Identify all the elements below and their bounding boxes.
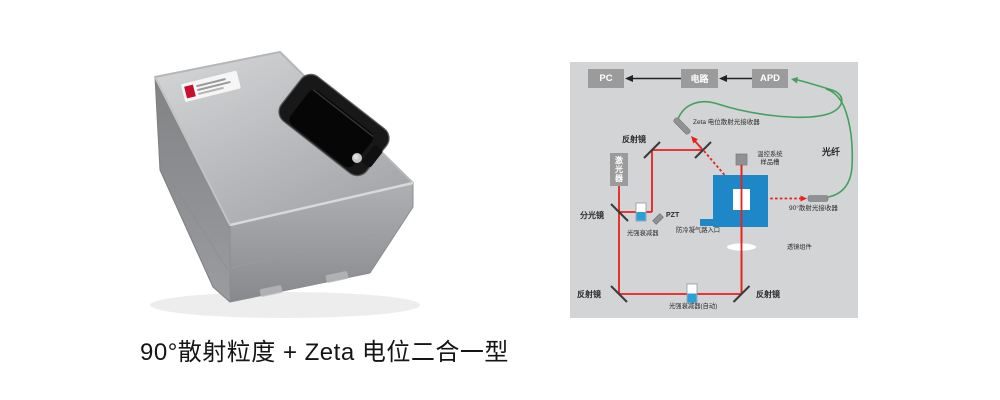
label-mirror-bottom-left: 反射镜 bbox=[577, 290, 601, 299]
laser-box: 激光器 bbox=[610, 153, 628, 186]
beam-90-arrowhead bbox=[800, 195, 807, 202]
fiber-zeta bbox=[677, 78, 843, 120]
mirror-zeta bbox=[694, 141, 712, 159]
node-pc: PC bbox=[588, 69, 624, 88]
label-receiver-90: 90°散射光接收器 bbox=[789, 205, 838, 212]
base-seam-right bbox=[230, 232, 383, 269]
fiber-arrowhead bbox=[791, 77, 798, 84]
zeta-receiver-body bbox=[673, 117, 691, 135]
instrument-shadow bbox=[150, 292, 420, 318]
mirror-bottom-right bbox=[732, 285, 751, 303]
scattered-beams-dashed bbox=[703, 150, 803, 200]
brand-sticker bbox=[180, 70, 242, 103]
label-attenuator-auto: 光强衰减器(自动) bbox=[669, 303, 718, 310]
mirror-top-left bbox=[643, 141, 661, 159]
receiver-90-body bbox=[807, 195, 829, 202]
foot-notch bbox=[259, 285, 283, 297]
label-zeta-receiver: Zeta 电位散射光接收器 bbox=[693, 119, 760, 126]
fiber-90 bbox=[825, 88, 854, 198]
label-mirror-top: 反射镜 bbox=[622, 135, 646, 144]
arrowhead-to-pc bbox=[625, 75, 633, 82]
arrowhead-to-circuit bbox=[719, 75, 727, 82]
beam-splitter-mirror bbox=[610, 203, 629, 222]
label-fiber: 光纤 bbox=[822, 147, 841, 157]
zeta-beam-arrowhead bbox=[691, 136, 698, 144]
node-circuit: 电路 bbox=[681, 69, 718, 88]
label-temp-system: 温控系统 样品槽 bbox=[751, 151, 789, 167]
optical-diagram: PC 电路 APD 激光器 Zeta 电位散射光接收器 反射镜 光纤 温控系统 … bbox=[570, 62, 858, 318]
node-apd: APD bbox=[752, 69, 788, 88]
attenuator-auto bbox=[686, 283, 698, 304]
diagram-graphics bbox=[610, 75, 854, 304]
edge-highlight bbox=[229, 181, 414, 227]
base-seam-left bbox=[160, 164, 229, 271]
label-beam-splitter: 分光镜 bbox=[580, 211, 604, 220]
label-gas-inlet: 防冷凝气路入口 bbox=[676, 227, 721, 234]
product-caption: 90°散射粒度 + Zeta 电位二合一型 bbox=[140, 339, 509, 366]
label-lens: 透镜组件 bbox=[787, 244, 812, 251]
brand-logo bbox=[184, 84, 196, 99]
edge-left bbox=[154, 76, 231, 226]
mirror-bottom-left bbox=[610, 285, 628, 303]
label-attenuator: 光强衰减器 bbox=[627, 230, 659, 237]
pzt-element bbox=[652, 213, 664, 225]
fiber-paths bbox=[677, 78, 854, 198]
gas-inlet-port bbox=[700, 219, 714, 226]
label-pzt: PZT bbox=[666, 212, 680, 219]
foot-notch bbox=[325, 271, 349, 283]
power-button-highlight bbox=[353, 154, 359, 160]
sample-port-lid bbox=[278, 73, 390, 177]
attenuator-manual bbox=[635, 202, 647, 222]
label-temp-line2: 样品槽 bbox=[760, 159, 780, 166]
mirrors bbox=[610, 141, 751, 303]
node-circuit-label: 电路 bbox=[690, 74, 709, 84]
instrument-photo bbox=[150, 51, 420, 318]
node-pc-label: PC bbox=[599, 73, 613, 84]
label-mirror-bottom-right: 反射镜 bbox=[756, 290, 780, 299]
sample-cell-cap bbox=[735, 153, 748, 166]
node-apd-label: APD bbox=[759, 73, 781, 84]
label-temp-line1: 温控系统 bbox=[757, 151, 783, 158]
